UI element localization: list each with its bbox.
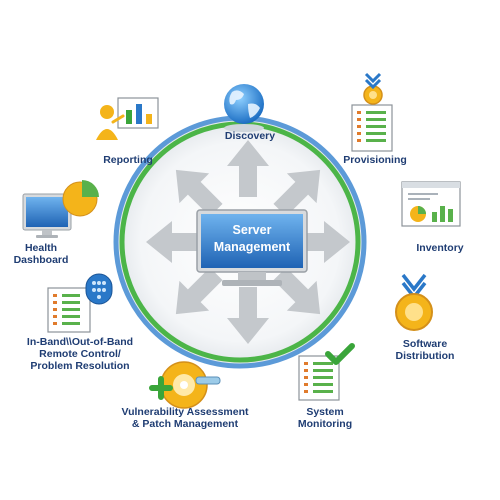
reporting-label: Reporting [103,154,153,166]
center-title-line2: Management [214,240,291,254]
monitor-screen [201,214,303,268]
presenter-chart-icon [96,97,159,140]
inventory-label: Inventory [416,242,464,254]
globe-icon [224,84,264,132]
system-monitoring-label: System Monitoring [297,406,353,430]
server-monitor: Server Management [196,209,308,286]
report-chart-icon [401,181,461,227]
radiating-arrow-4 [273,267,321,315]
center-title-line1: Server [233,223,272,237]
radiating-arrow-3 [293,221,350,263]
remote-checklist-icon [47,273,113,333]
medal-icon [395,273,433,331]
discovery-label: Discovery [224,130,276,142]
radiating-arrow-7 [146,221,203,263]
monitor-neck [238,272,266,280]
provisioning-label: Provisioning [343,154,407,166]
radiating-arrow-8 [175,169,223,217]
radiating-arrow-5 [227,287,269,344]
monitor-pie-icon [22,180,99,238]
monitor-stand [222,280,282,286]
ring-inner [119,121,361,363]
checklist-medal-icon [351,72,393,152]
radiating-arrow-2 [273,169,321,217]
remote-control-label: In-Band\\Out-of-Band Remote Control/ Pro… [26,336,134,372]
radiating-arrows [146,140,350,344]
software-distribution-label: Software Distribution [395,338,455,362]
vulnerability-label: Vulnerability Assessment & Patch Managem… [121,406,249,430]
checklist-checkmark-icon [298,343,355,401]
radiating-arrow-1 [227,140,269,197]
radiating-arrow-6 [175,267,223,315]
health-dashboard-label: Health Dashboard [13,242,69,266]
cd-plus-icon [149,361,221,409]
